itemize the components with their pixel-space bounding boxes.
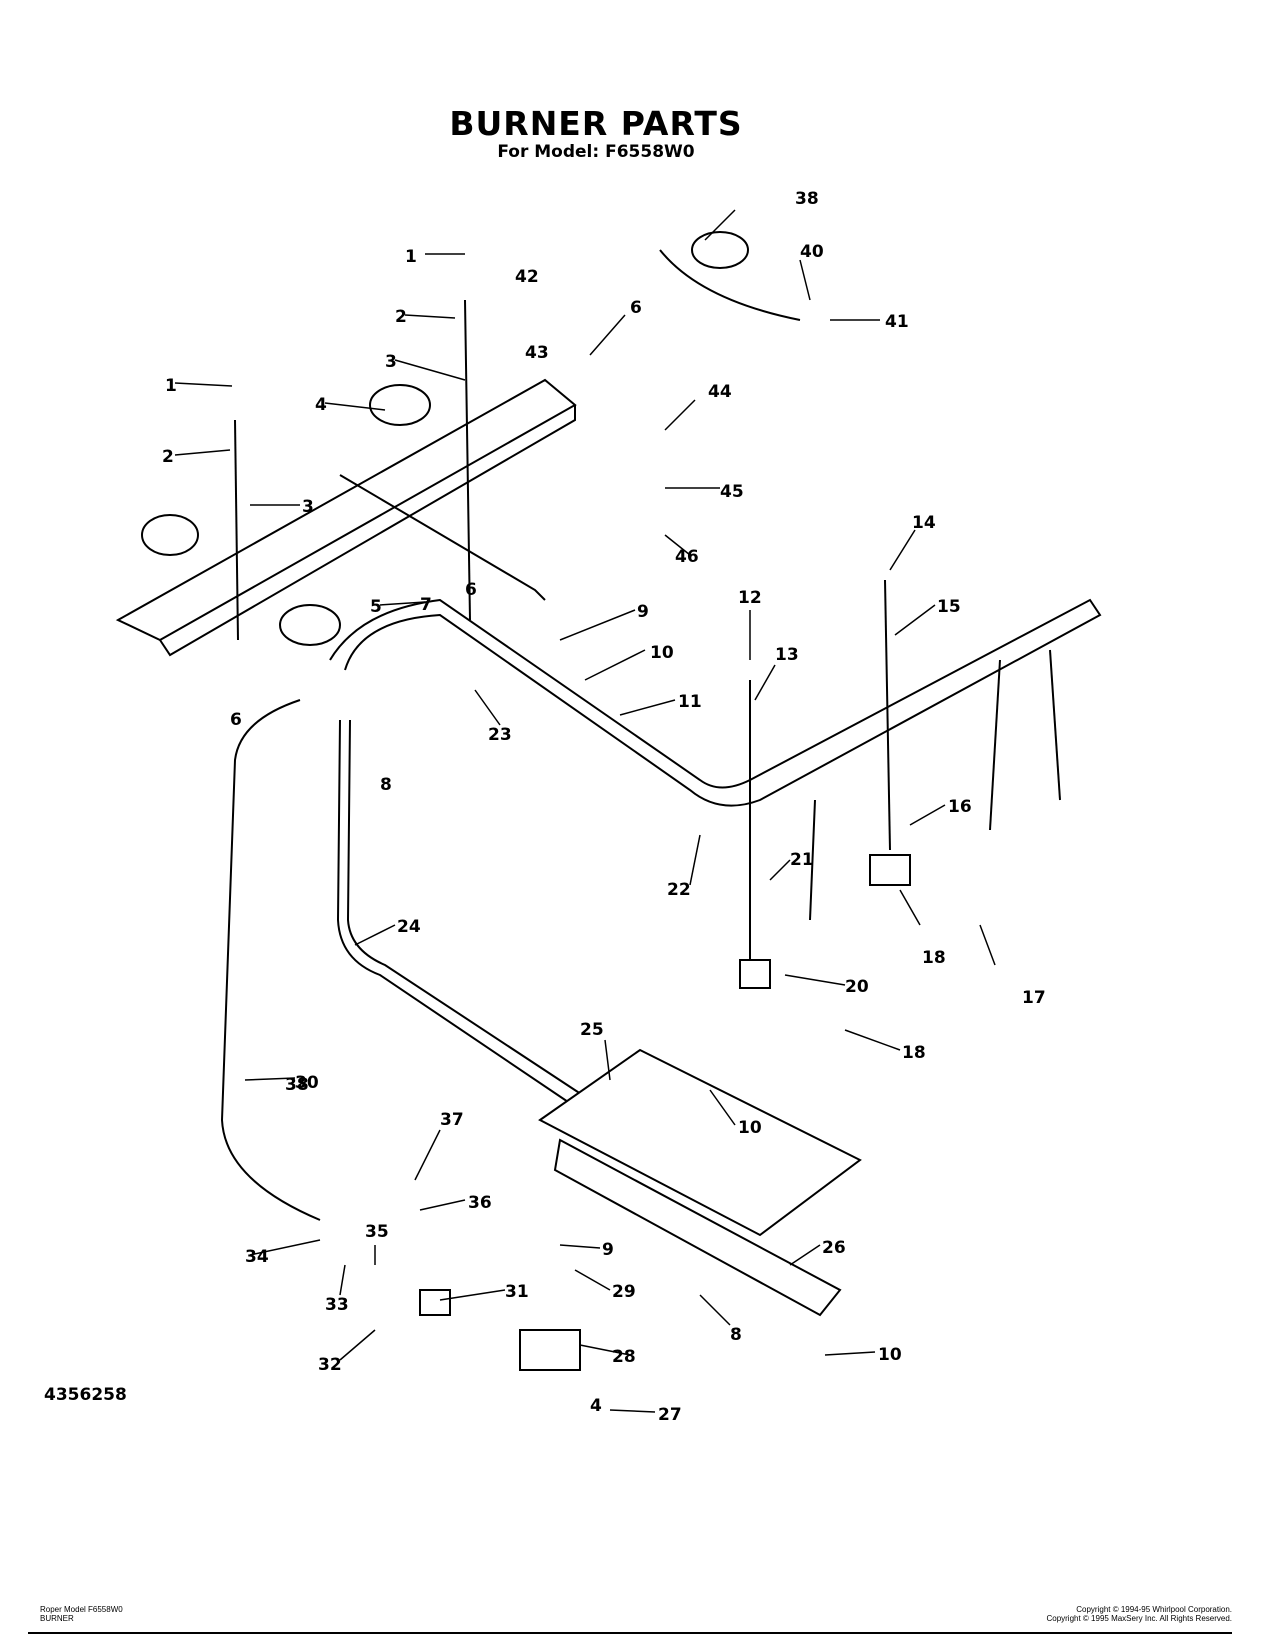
- footer-right: Copyright © 1994-95 Whirlpool Corporatio…: [1046, 1605, 1232, 1623]
- callout-10b: 10: [738, 1118, 762, 1138]
- baffle: [538, 1048, 862, 1237]
- callout-41: 41: [885, 312, 909, 332]
- model-subtitle: For Model: F6558W0: [497, 142, 695, 162]
- footer-copyright-2: Copyright © 1995 MaxSery Inc. All Rights…: [1046, 1614, 1232, 1623]
- thermocouple-line: [220, 699, 321, 1221]
- callout-24: 24: [397, 917, 421, 937]
- safety-valve: [519, 1329, 581, 1371]
- callout-16: 16: [948, 797, 972, 817]
- callout-7: 7: [420, 595, 432, 615]
- callout-14: 14: [912, 513, 936, 533]
- page-number: 4: [590, 1396, 602, 1416]
- callout-29: 29: [612, 1282, 636, 1302]
- oven-pipe: [336, 719, 581, 1111]
- burner-head-front-right: [279, 604, 341, 646]
- oven-burner-tube: [553, 1138, 842, 1317]
- callout-21: 21: [790, 850, 814, 870]
- callout-9a: 9: [637, 602, 649, 622]
- callout-12: 12: [738, 588, 762, 608]
- callout-18a: 18: [922, 948, 946, 968]
- valve-20: [739, 959, 771, 989]
- callout-31: 31: [505, 1282, 529, 1302]
- callout-45: 45: [720, 482, 744, 502]
- burner-head-rear-left: [369, 384, 431, 426]
- callout-40: 40: [800, 242, 824, 262]
- footer-left: Roper Model F6558W0 BURNER: [40, 1605, 123, 1623]
- callout-5: 5: [370, 597, 382, 617]
- valve-18: [869, 854, 911, 886]
- callout-43: 43: [525, 343, 549, 363]
- callout-26: 26: [822, 1238, 846, 1258]
- callout-4: 4: [315, 395, 327, 415]
- callout-46: 46: [675, 547, 699, 567]
- burner-box-frame: [115, 378, 577, 642]
- callout-36: 36: [468, 1193, 492, 1213]
- callout-22: 22: [667, 880, 691, 900]
- callout-8a: 8: [380, 775, 392, 795]
- callout-42: 42: [515, 267, 539, 287]
- burner-head-front-left: [141, 514, 199, 556]
- callout-35: 35: [365, 1222, 389, 1242]
- callout-9b: 9: [602, 1240, 614, 1260]
- callout-25: 25: [580, 1020, 604, 1040]
- pilot-block: [419, 1289, 451, 1316]
- callout-13: 13: [775, 645, 799, 665]
- callout-1a: 1: [405, 247, 417, 267]
- callout-33: 33: [325, 1295, 349, 1315]
- callout-8b: 8: [730, 1325, 742, 1345]
- callout-23: 23: [488, 725, 512, 745]
- callout-labels: 1 1 2 2 3 3 4 5 6 6 6 7 8 8 9 9 10 10 10…: [162, 189, 1046, 1425]
- callout-3b: 3: [302, 497, 314, 517]
- footer-model: Roper Model F6558W0: [40, 1605, 123, 1614]
- callout-6c: 6: [230, 710, 242, 730]
- callout-15: 15: [937, 597, 961, 617]
- manifold-pipe: [329, 598, 1102, 807]
- callout-10c: 10: [878, 1345, 902, 1365]
- callout-37: 37: [440, 1110, 464, 1130]
- callout-17: 17: [1022, 988, 1046, 1008]
- callout-27: 27: [658, 1405, 682, 1425]
- callout-11: 11: [678, 692, 702, 712]
- callout-34: 34: [245, 1247, 269, 1267]
- footer-section: BURNER: [40, 1614, 74, 1623]
- callout-2a: 2: [395, 307, 407, 327]
- callout-2b: 2: [162, 447, 174, 467]
- page-title: BURNER PARTS: [449, 104, 743, 143]
- callout-38a: 38: [795, 189, 819, 209]
- callout-6a: 6: [630, 298, 642, 318]
- footer-rule: [28, 1632, 1232, 1634]
- callout-6b: 6: [465, 580, 477, 600]
- callout-30: 30: [295, 1073, 319, 1093]
- callout-28: 28: [612, 1347, 636, 1367]
- callout-44: 44: [708, 382, 732, 402]
- footer-copyright-1: Copyright © 1994-95 Whirlpool Corporatio…: [1076, 1605, 1232, 1614]
- callout-10a: 10: [650, 643, 674, 663]
- callout-18b: 18: [902, 1043, 926, 1063]
- callout-32: 32: [318, 1355, 342, 1375]
- burner-head-rear-right: [691, 231, 749, 269]
- callout-3a: 3: [385, 352, 397, 372]
- part-number: 4356258: [44, 1385, 127, 1405]
- callout-1b: 1: [165, 376, 177, 396]
- callout-20: 20: [845, 977, 869, 997]
- callout-38b: 38: [285, 1075, 309, 1095]
